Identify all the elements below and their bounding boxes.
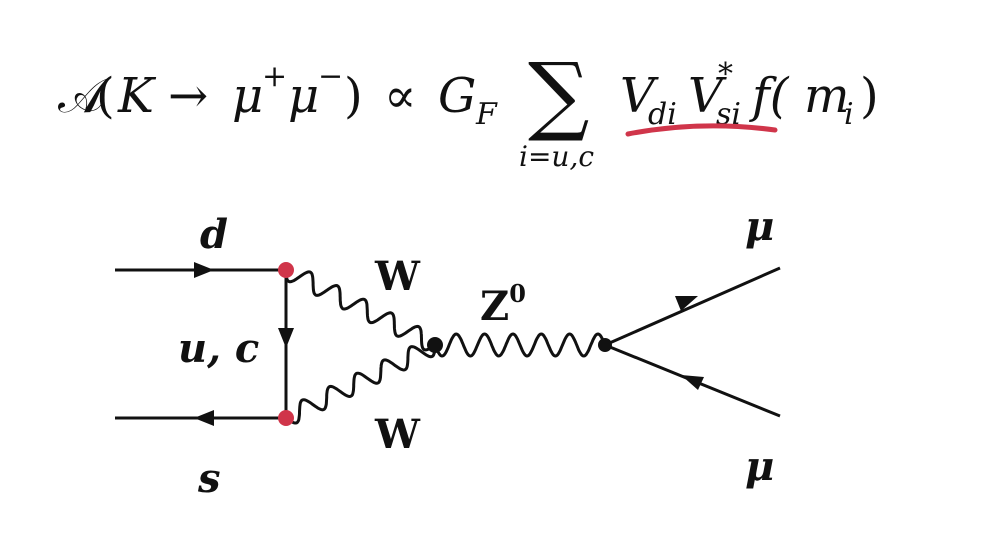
arrow-muon-top xyxy=(675,296,698,311)
muon-line-top xyxy=(604,266,781,347)
muon-plus-symbol: μ xyxy=(232,68,264,124)
vertex-bottom xyxy=(278,410,294,426)
arrow-d xyxy=(194,262,214,278)
label-u-c: u, c xyxy=(178,325,259,372)
ckm-d-subscript: di xyxy=(648,97,677,132)
fermi-subscript: F xyxy=(476,97,497,132)
label-z: Z0 xyxy=(480,279,526,330)
vertex-top xyxy=(278,262,294,278)
amplitude-formula: 𝒜 ( K → μ + μ − ) ∝ G F ∑ i=u,c V di V *… xyxy=(0,0,1000,190)
ckm-element-d: V xyxy=(620,68,655,124)
plus-superscript: + xyxy=(262,59,288,94)
summation-symbol: ∑ xyxy=(528,45,590,145)
vertex-z-mu xyxy=(598,338,612,352)
muon-minus-symbol: μ xyxy=(288,68,320,124)
label-mu-top: μ xyxy=(745,203,774,250)
arrow-internal xyxy=(278,328,294,348)
label-w-top: W xyxy=(374,253,421,300)
fermi-constant: G xyxy=(438,68,477,124)
label-mu-bottom: μ xyxy=(745,443,774,490)
conjugate-superscript: * xyxy=(718,57,733,92)
z-boson xyxy=(433,332,607,358)
summation-limits: i=u,c xyxy=(519,140,595,173)
label-s: s xyxy=(197,455,221,502)
label-d: d xyxy=(200,211,228,258)
feynman-diagram: d s u, c W W Z0 μ μ xyxy=(115,203,781,502)
label-w-bottom: W xyxy=(374,411,421,458)
vertex-w-z xyxy=(427,337,443,353)
amplitude-symbol: 𝒜 xyxy=(58,68,104,124)
proportional-symbol: ∝ xyxy=(384,68,417,124)
arrow-symbol: → xyxy=(168,68,209,124)
w-boson-bottom xyxy=(285,344,437,425)
ckm-element-s: V xyxy=(688,68,723,124)
label-z-superscript: 0 xyxy=(509,279,526,308)
function-close-paren: ) xyxy=(860,68,879,124)
mass-subscript: i xyxy=(844,97,854,132)
ckm-highlight-underline xyxy=(625,123,778,137)
mass-symbol: m xyxy=(804,68,850,124)
open-paren: ( xyxy=(96,68,115,124)
w-boson-top xyxy=(284,270,436,352)
arrow-muon-bottom xyxy=(681,375,704,390)
close-paren: ) xyxy=(344,68,363,124)
loop-function: f( xyxy=(752,68,789,124)
minus-superscript: − xyxy=(318,59,344,94)
arrow-s xyxy=(194,410,214,426)
kaon-symbol: K xyxy=(118,68,154,124)
label-z-letter: Z xyxy=(480,283,509,330)
